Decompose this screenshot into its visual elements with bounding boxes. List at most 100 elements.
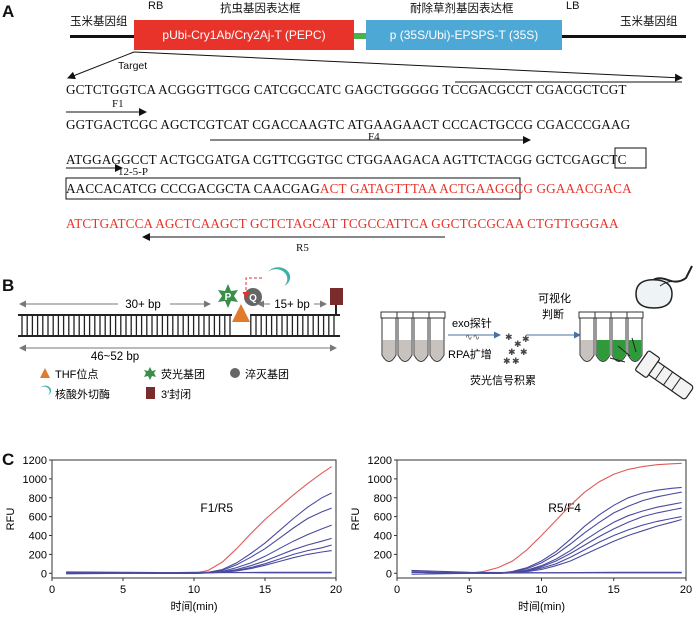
cleavage-arrow bbox=[242, 277, 262, 299]
series-line-0 bbox=[66, 466, 333, 574]
test-tube bbox=[610, 311, 628, 362]
y-tick-label: 600 bbox=[374, 512, 392, 524]
spark-mark: ✱ bbox=[503, 356, 511, 366]
lb-label: LB bbox=[566, 0, 580, 12]
x-tick-label: 0 bbox=[49, 584, 55, 596]
test-tube bbox=[594, 311, 612, 362]
f4-label: F4 bbox=[368, 131, 380, 143]
visual-label: 可视化 bbox=[538, 291, 571, 305]
fluorophore bbox=[218, 284, 238, 308]
rb-label: RB bbox=[148, 0, 164, 12]
spark-mark: ✱ bbox=[520, 347, 528, 357]
legend-fluor-icon bbox=[144, 367, 156, 380]
probe-box-top bbox=[614, 147, 647, 169]
f1-label: F1 bbox=[112, 98, 124, 110]
series-line-1 bbox=[411, 486, 682, 574]
y-tick-label: 1000 bbox=[368, 474, 392, 486]
left-span-bg bbox=[118, 297, 170, 311]
spark-mark: ✱ bbox=[514, 339, 522, 349]
x-tick-label: 0 bbox=[394, 584, 400, 596]
y-tick-label: 800 bbox=[374, 493, 392, 505]
judge-label: 判断 bbox=[542, 307, 564, 321]
y-tick-label: 1200 bbox=[23, 455, 47, 467]
sequence-annotation-svg bbox=[65, 51, 683, 241]
probe-box-bottom bbox=[65, 177, 521, 200]
herb-cassette-title: 耐除草剂基因表达框 bbox=[410, 1, 514, 15]
spark-mark: ✱ bbox=[512, 356, 520, 366]
test-tube bbox=[396, 311, 414, 362]
seq-line-4-red: ACT GATAGTTTAA ACTGAAGGCG GGAAACGACA bbox=[319, 181, 632, 196]
series-line-0 bbox=[411, 462, 682, 574]
legend-thf-icon bbox=[40, 368, 50, 378]
right-span-bg bbox=[270, 297, 314, 311]
spark-mark: ✱ bbox=[508, 347, 516, 357]
seq-line-3: ATGGAGGCCT ACTGCGATGA CGTTCGGTGC CTGGAAG… bbox=[66, 152, 627, 167]
seq-line-1: GCTCTGGTCA ACGGGTTGCG CATCGCCATC GAGCTGG… bbox=[66, 82, 627, 97]
legend-thf-label: THF位点 bbox=[55, 367, 98, 381]
target-label: Target bbox=[118, 60, 148, 72]
chart-title: F1/R5 bbox=[200, 501, 233, 515]
series-line-3 bbox=[66, 524, 332, 574]
legend-exo-icon bbox=[40, 385, 52, 395]
total-span-label: 46~52 bp bbox=[91, 351, 139, 363]
panel-a-label: A bbox=[2, 2, 15, 21]
test-tube bbox=[412, 311, 430, 362]
legend-block-icon bbox=[146, 387, 155, 399]
y-axis-label: RFU bbox=[5, 508, 17, 531]
x-tick-label: 15 bbox=[259, 584, 271, 596]
x-tick-label: 5 bbox=[120, 584, 126, 596]
left-span-label: 30+ bp bbox=[125, 299, 161, 311]
herb-cassette-box: p (35S/Ubi)-EPSPS-T (35S) bbox=[366, 20, 562, 50]
spark-mark: ✱ bbox=[505, 332, 513, 342]
test-tube bbox=[428, 311, 446, 362]
insect-cassette-title: 抗虫基因表达框 bbox=[220, 1, 301, 15]
y-axis-label: RFU bbox=[350, 508, 362, 531]
test-tube bbox=[578, 311, 596, 362]
series-line-3 bbox=[411, 501, 682, 574]
x-tick-label: 15 bbox=[608, 584, 620, 596]
plot-frame bbox=[396, 459, 687, 579]
probe-schematic-svg: P Q 30+ bp 15+ bp 46~52 bp THF位点 荧光基团 淬灭… bbox=[18, 265, 694, 401]
zoom-line-left bbox=[67, 51, 135, 80]
rpa-label: RPA扩增 bbox=[448, 347, 492, 361]
series-line-8 bbox=[66, 571, 332, 575]
tubes-after bbox=[578, 311, 644, 362]
series-line-5 bbox=[66, 544, 332, 574]
panel-c-label: C bbox=[2, 450, 15, 469]
exonuclease bbox=[268, 267, 291, 286]
test-tube bbox=[626, 311, 644, 362]
series-line-8 bbox=[411, 572, 682, 575]
x-tick-label: 20 bbox=[680, 584, 692, 596]
y-tick-label: 1000 bbox=[23, 474, 47, 486]
y-tick-label: 600 bbox=[29, 512, 47, 524]
left-flank-label: 玉米基因组 bbox=[70, 14, 128, 28]
r5-label: R5 bbox=[296, 242, 309, 254]
series-line-2 bbox=[66, 507, 332, 574]
tubes-before bbox=[380, 311, 446, 362]
series-line-1 bbox=[66, 492, 332, 574]
legend-quench-label: 淬灭基团 bbox=[245, 367, 289, 381]
x-axis-label: 时间(min) bbox=[170, 600, 217, 613]
right-span-label: 15+ bp bbox=[274, 299, 310, 311]
fluorophore-label: P bbox=[225, 292, 232, 303]
legend-fluor-label: 荧光基团 bbox=[161, 367, 205, 381]
series-line-4 bbox=[66, 537, 332, 574]
test-tube bbox=[380, 311, 398, 362]
x-tick-label: 10 bbox=[535, 584, 547, 596]
series-line-2 bbox=[411, 491, 682, 574]
chart-title: R5/F4 bbox=[548, 501, 581, 515]
y-tick-label: 400 bbox=[29, 531, 47, 543]
fluorescence-sparks: ✱✱✱✱✱✱✱ bbox=[503, 332, 530, 366]
seq-line-4: AACCACATCG CCCGACGCTA CAACGAGACT GATAGTT… bbox=[66, 181, 632, 197]
seq-line-5: ATCTGATCCA AGCTCAAGCT GCTCTAGCAT TCGCCAT… bbox=[66, 216, 619, 231]
legend-block-label: 3′封闭 bbox=[161, 387, 191, 401]
legend-exo-label: 核酸外切酶 bbox=[55, 387, 110, 401]
y-tick-label: 0 bbox=[41, 568, 47, 580]
y-tick-label: 1200 bbox=[368, 455, 392, 467]
block-3prime bbox=[330, 288, 343, 305]
probe-squiggle: ∿∿ bbox=[465, 332, 480, 342]
fluor-accum-label: 荧光信号积累 bbox=[470, 373, 536, 387]
x-axis-label: 时间(min) bbox=[518, 600, 565, 613]
